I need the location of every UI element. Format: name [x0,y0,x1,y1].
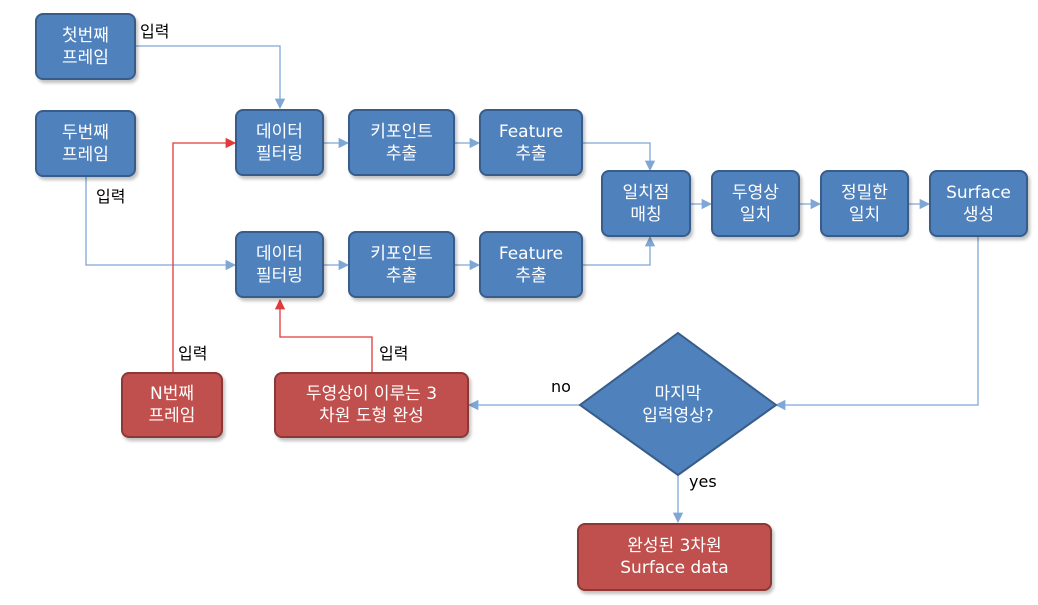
node-surface: Surface 생성 [929,170,1028,237]
node-filter-top: 데이터 필터링 [235,109,324,176]
connector-frame2-to-filter-bottom [85,175,237,271]
node-match: 일치점 매칭 [601,170,691,237]
node-keypoint-top: 키포인트 추출 [348,109,455,176]
decision-text: 마지막 입력영상? [642,384,714,426]
label-input-frame-n: 입력 [178,344,208,363]
label-input-frame1: 입력 [140,22,170,41]
label-input-3d-model: 입력 [379,344,409,363]
node-frame1: 첫번째 프레임 [35,13,136,80]
node-frame-n: N번째 프레임 [121,372,223,438]
connector-frame1-to-filter-top [135,45,286,110]
connector-frame-n-to-filter-top [172,137,237,372]
connector-feature-top-to-match [582,142,656,172]
node-keypoint-bottom: 키포인트 추출 [348,231,455,298]
node-feature-top: Feature 추출 [479,109,583,176]
connector-surface-to-decision [774,237,979,411]
node-filter-bottom: 데이터 필터링 [235,231,324,298]
node-frame2: 두번째 프레임 [35,110,136,177]
connector-feature-bottom-to-match [582,235,656,266]
node-result: 완성된 3차원 Surface data [577,523,772,591]
label-input-frame2: 입력 [96,187,126,206]
node-fine-align: 정밀한 일치 [820,170,909,237]
label-no: no [551,377,571,396]
node-align: 두영상 일치 [711,170,800,237]
node-3d-model: 두영상이 이루는 3 차원 도형 완성 [274,372,469,438]
label-yes: yes [689,472,717,491]
node-feature-bottom: Feature 추출 [479,231,583,298]
connector-model-to-filter-bottom [274,298,373,372]
decision-diamond [578,331,778,477]
